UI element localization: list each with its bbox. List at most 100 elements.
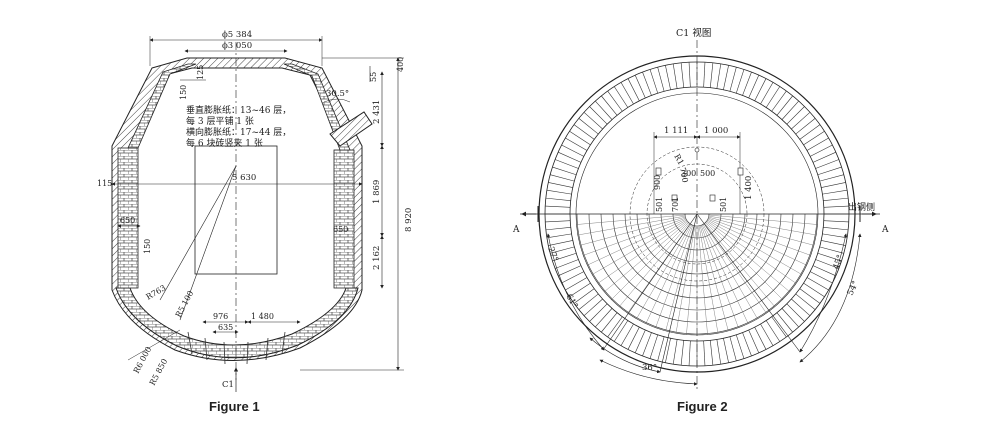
bottom-brick-joint [611,222,689,300]
radial-brick-joint [634,75,646,99]
dim-500: 500 [700,169,715,178]
radial-brick-joint [795,118,816,135]
radial-brick-joint [742,71,752,96]
radial-brick-joint [672,339,678,365]
bottom-brick-joint [708,214,818,225]
radial-brick-joint [709,62,714,88]
radial-brick-joint [806,137,829,151]
dim-150-mid: 150 [143,239,152,254]
radial-brick-joint [729,336,737,361]
radial-brick-joint [765,86,781,108]
dim-1111: 1 111 [664,126,688,136]
radial-brick-joint [822,189,848,195]
radius-r5850: R5 850 [148,357,170,387]
bottom-brick-joint [645,224,693,324]
radial-brick-joint [642,71,652,96]
bottom-brick-joint [675,225,696,334]
dim-55: 55 [369,72,378,82]
radial-brick-joint [649,334,659,359]
radial-brick-joint [583,298,603,316]
radial-brick-joint [754,327,767,350]
dim-115: 115 [97,179,112,188]
bottom-brick-joint [604,221,688,292]
radial-brick-joint [723,338,729,363]
radial-brick-joint [786,106,805,125]
dim-1869: 1 869 [372,180,382,204]
vessel-bottom-lining [115,287,359,359]
cone-lining-right [283,63,351,151]
radial-brick-joint [760,82,774,105]
dim-300: 300 [681,169,696,178]
expansion-paper-notes: 垂直膨胀纸：13~46 层， 每 3 层平铺 1 张 横向膨胀纸：17~44 层… [186,104,291,149]
radial-brick-joint [546,189,572,195]
bottom-brick-joint [700,225,739,328]
dim-650-left: 650 [120,216,135,225]
bottom-brick-joint [708,216,814,246]
bottom-brick-joint [708,217,811,256]
radial-brick-joint [703,340,706,366]
radial-brick-joint [817,166,842,176]
bottom-brick-joint [702,224,758,319]
radial-brick-joint [823,226,849,231]
radial-brick-joint [680,62,685,88]
radial-brick-joint [589,106,608,125]
radial-brick-joint [545,205,571,208]
radial-brick-joint [578,118,599,135]
dim-1000: 1 000 [704,126,728,136]
radial-brick-joint [819,174,844,182]
radial-brick-joint [554,259,579,269]
bottom-concentric-bricks [576,213,818,335]
radial-brick-joint [649,69,659,94]
dim-total-height: 8 920 [404,208,414,232]
radial-brick-joint [776,312,793,333]
radial-brick-joint [709,340,714,366]
dim-5630: 5 630 [232,173,256,183]
section-label-left: A [512,225,520,235]
radial-brick-joint [799,288,821,304]
radial-brick-joint [815,159,840,169]
angle-54: 54° [846,279,861,297]
bottom-brick-joint [597,220,688,284]
radial-brick-joint [754,78,767,101]
bottom-brick-joint [708,215,817,236]
angle-36: 36° [642,363,657,373]
dim-150-top: 150 [179,85,188,100]
radial-brick-joint [601,312,618,333]
bottom-brick-joint [698,225,719,334]
bottom-brick-joint [580,216,686,246]
angle-27: 27° [545,246,560,264]
radial-brick-joint [771,316,787,338]
radial-brick-joint [821,182,846,188]
radius-r6000: R6 000 [132,345,154,375]
radial-brick-joint [823,220,849,223]
dim-1480: 1 480 [251,312,274,321]
dim-outer-diameter: ϕ5 384 [222,30,252,40]
radial-brick-joint [595,308,613,328]
dim-501-left: 501 [655,197,664,212]
radial-brick-joint [795,293,816,310]
radial-brick-joint [781,100,799,120]
bottom-brick-joint [686,225,697,335]
bottom-brick-joint [706,221,790,292]
radial-brick-joint [642,332,652,357]
tap-side-label: 出钢侧 [848,201,875,213]
radial-brick-joint [613,86,629,108]
radius-line [159,165,237,301]
radial-brick-joint [822,233,848,239]
radial-brick-joint [672,63,678,89]
bottom-brick-joint [576,214,686,225]
radial-brick-joint [803,130,825,146]
radial-brick-joint [558,151,582,163]
radial-brick-joint [823,197,849,202]
radial-brick-joint [550,174,575,182]
figure-1-caption: Figure 1 [209,399,260,414]
view-marker-c1: C1 [222,380,234,390]
radial-brick-joint [578,293,599,310]
radial-brick-joint [791,112,811,130]
dim-900: 900 [653,175,662,190]
note-line-4: 每 6 块砖竖夹 1 张 [186,137,263,149]
bottom-brick-joint [619,223,690,307]
dim-inner-diameter: ϕ3 050 [222,41,252,51]
note-line-1: 垂直膨胀纸：13~46 层， [186,104,291,116]
